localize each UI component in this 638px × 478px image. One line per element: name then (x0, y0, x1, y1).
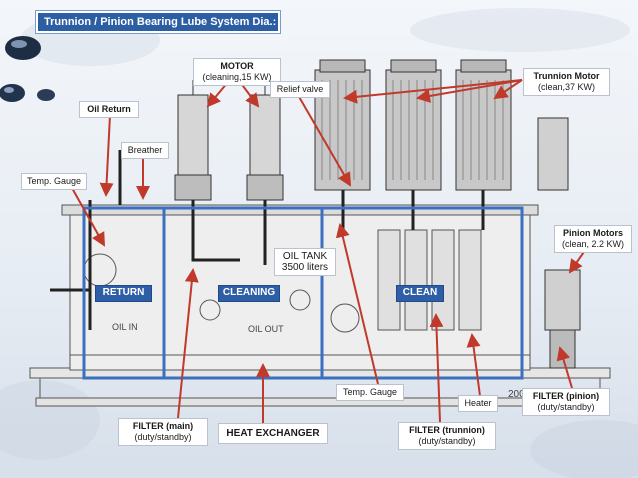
filter-trunnion-detail: (duty/standby) (418, 436, 476, 446)
page-title: Trunnion / Pinion Bearing Lube System Di… (36, 11, 280, 33)
machine-number-marking: 200 (508, 389, 525, 400)
callout-arrows (71, 79, 589, 425)
motor-label-detail: (cleaning,15 KW) (202, 72, 272, 82)
relief-valve-label: Relief valve (270, 81, 330, 98)
oil-out-marking: OIL OUT (248, 324, 284, 334)
trunnion-motor-label: Trunnion Motor (clean,37 KW) (523, 68, 610, 96)
temp-gauge-bottom-label: Temp. Gauge (336, 384, 404, 401)
clean-filters (377, 229, 482, 331)
pinion-motors-title: Pinion Motors (563, 228, 623, 238)
zone-boxes (82, 206, 524, 380)
filter-pinion-label: FILTER (pinion) (duty/standby) (522, 388, 610, 416)
cleaning-motor-assembly (174, 80, 284, 201)
pinion-motor (537, 117, 581, 369)
trunnion-motor-detail: (clean,37 KW) (537, 82, 596, 92)
temp-gauge-left-label: Temp. Gauge (21, 173, 87, 190)
clean-zone-label: CLEAN (396, 285, 444, 302)
filter-trunnion-label: FILTER (trunnion) (duty/standby) (398, 422, 496, 450)
pinion-motors-label: Pinion Motors (clean, 2.2 KW) (554, 225, 632, 253)
oil-tank-label: OIL TANK 3500 liters (274, 248, 336, 276)
trunnion-motors (314, 59, 512, 191)
filter-trunnion-title: FILTER (trunnion) (409, 425, 485, 435)
pinion-motors-detail: (clean, 2.2 KW) (561, 239, 625, 249)
oil-tank-capacity: 3500 liters (281, 262, 329, 273)
oil-in-marking: OIL IN (112, 322, 138, 332)
oil-tank-title: OIL TANK (282, 251, 328, 262)
filter-main-title: FILTER (main) (132, 421, 194, 431)
filter-pinion-title: FILTER (pinion) (532, 391, 600, 401)
filter-main-detail: (duty/standby) (134, 432, 192, 442)
filter-main-label: FILTER (main) (duty/standby) (118, 418, 208, 446)
zone-clean (320, 206, 524, 380)
breather-label: Breather (121, 142, 169, 159)
cleaning-zone-label: CLEANING (218, 285, 280, 302)
filter-pinion-detail: (duty/standby) (537, 402, 595, 412)
motor-label-title: MOTOR (220, 61, 254, 71)
oil-return-label: Oil Return (79, 101, 139, 118)
decorative-orbs (0, 36, 55, 102)
return-zone-label: RETURN (95, 285, 152, 302)
heat-exchanger-label: HEAT EXCHANGER (218, 423, 328, 444)
motor-cleaning-label: MOTOR (cleaning,15 KW) (193, 58, 281, 86)
heater-label: Heater (458, 395, 498, 412)
trunnion-motor-title: Trunnion Motor (533, 71, 600, 81)
